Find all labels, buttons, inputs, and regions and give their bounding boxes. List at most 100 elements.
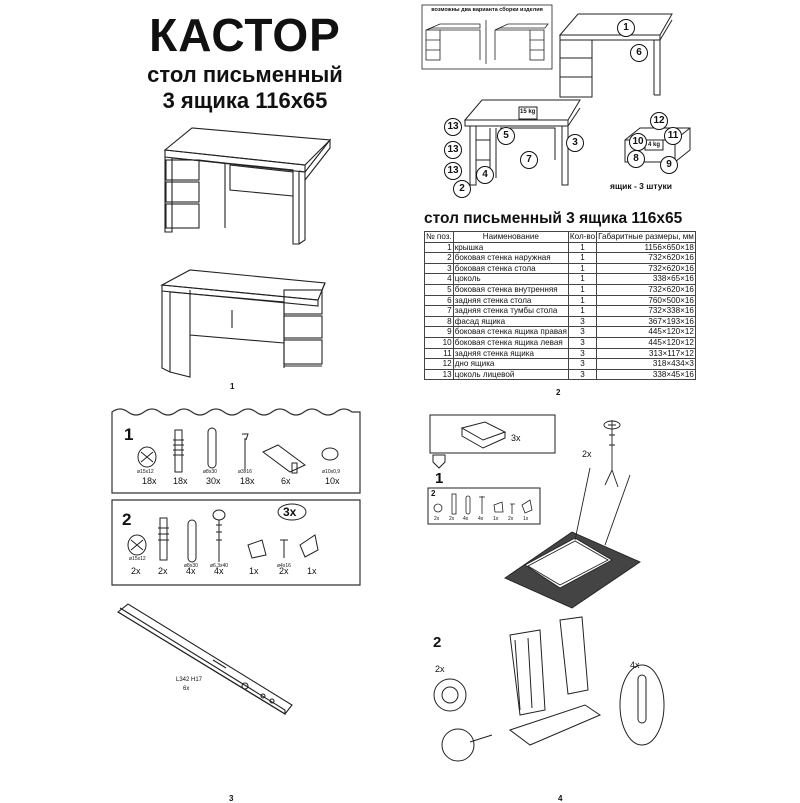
cell-qty: 1	[567, 305, 598, 317]
cell-dims: 732×620×16	[596, 252, 696, 264]
kit2-count: 1x	[249, 566, 259, 576]
cell-qty: 1	[567, 252, 598, 264]
cell-name: цоколь лицевой	[452, 368, 569, 381]
cell-name: боковая стенка наружная	[452, 252, 569, 264]
callout-13b: 13	[444, 141, 462, 159]
cell-pos: 2	[424, 252, 454, 264]
kit2-item-label: ø8x30	[184, 563, 198, 569]
cell-qty: 3	[567, 326, 598, 338]
cell-dims: 1156×650×18	[596, 241, 696, 254]
cell-qty: 3	[567, 336, 598, 349]
cell-dims: 445×120×12	[596, 336, 696, 349]
weight-top: 15 kg	[520, 109, 536, 115]
cell-name: крышка	[452, 241, 569, 254]
kit2-item-label: ø6,3x40	[210, 563, 229, 569]
mini-kit-count: 1x	[493, 516, 499, 522]
mini-kit-count: 2x	[508, 516, 514, 522]
weight-drawer: 4 kg	[648, 142, 661, 148]
col-qty: Кол-во	[567, 231, 598, 243]
callout-8: 8	[627, 150, 645, 168]
parts-table-header: № поз. Наименование Кол-во Габаритные ра…	[424, 231, 696, 243]
page-subtitle-size: 3 ящика 116х65	[162, 88, 328, 113]
box-count: 3x	[511, 433, 521, 443]
cell-dims: 367×193×16	[596, 315, 696, 328]
kit2-item-label: ø4x16	[277, 563, 291, 569]
cell-qty: 3	[567, 347, 598, 360]
drawer-caption: ящик - 3 штуки	[610, 181, 672, 191]
cam-count: 2x	[582, 449, 592, 459]
cell-name: фасад ящика	[452, 315, 569, 328]
cell-pos: 11	[424, 347, 454, 360]
cell-dims: 445×120×12	[596, 326, 696, 338]
cell-name: боковая стенка ящика правая	[452, 326, 569, 338]
cell-qty: 1	[567, 241, 598, 254]
kit2-multiplier: 3x	[283, 505, 297, 519]
cell-pos: 3	[424, 262, 454, 275]
page-number: 4	[558, 794, 563, 803]
cell-qty: 3	[567, 368, 598, 381]
kit1-count: 18x	[240, 476, 255, 486]
cell-qty: 3	[567, 358, 598, 370]
mini-kit-count: 2x	[449, 516, 455, 522]
cell-qty: 1	[567, 283, 598, 296]
cell-name: цоколь	[452, 273, 569, 285]
kit1-item-label: ø3x16	[238, 469, 252, 475]
cell-pos: 6	[424, 294, 454, 307]
kit2-item-label: ø15x12	[129, 556, 146, 562]
cell-name: задняя стенка тумбы стола	[452, 305, 569, 317]
kit2-count: 2x	[279, 566, 289, 576]
page-subtitle: стол письменный	[147, 62, 343, 87]
cell-pos: 8	[424, 315, 454, 328]
callout-13c: 13	[444, 162, 462, 180]
cell-qty: 3	[567, 315, 598, 328]
step2-number: 2	[433, 634, 442, 651]
kit1-item-label: ø15x12	[137, 469, 154, 475]
col-dims: Габаритные размеры, мм	[596, 231, 696, 243]
kit1-item-label: ø8x30	[203, 469, 217, 475]
kit2-count: 2x	[158, 566, 168, 576]
mini-kit-number: 2	[431, 489, 436, 498]
cell-dims: 338×65×16	[596, 273, 696, 285]
cell-name: боковая стенка стола	[452, 262, 569, 275]
cell-pos: 10	[424, 336, 454, 349]
cell-dims: 732×620×16	[596, 283, 696, 296]
kit1-count: 18x	[142, 476, 157, 486]
kit2-count: 4x	[186, 566, 196, 576]
cell-dims: 732×338×16	[596, 305, 696, 317]
callout-3: 3	[566, 134, 584, 152]
cell-dims: 313×117×12	[596, 347, 696, 360]
callout-6: 6	[630, 44, 648, 62]
cell-name: задняя стенка ящика	[452, 347, 569, 360]
mini-kit-count: 4x	[478, 516, 484, 522]
kit1-number: 1	[124, 425, 134, 444]
cell-pos: 13	[424, 368, 454, 381]
callout-12: 12	[650, 112, 668, 130]
page-number: 2	[556, 388, 561, 397]
cell-qty: 1	[567, 273, 598, 285]
cell-name: боковая стенка внутренняя	[452, 283, 569, 296]
cell-pos: 7	[424, 305, 454, 317]
callout-5: 5	[497, 127, 515, 145]
callout-10: 10	[629, 133, 647, 151]
detail-count-a: 2x	[435, 664, 445, 674]
cell-qty: 1	[567, 262, 598, 275]
callout-13a: 13	[444, 118, 462, 136]
col-pos: № поз.	[424, 231, 454, 243]
callout-4: 4	[476, 166, 494, 184]
parts-table: № поз. Наименование Кол-во Габаритные ра…	[424, 231, 696, 381]
col-name: Наименование	[452, 231, 569, 243]
step1-number: 1	[435, 470, 444, 487]
cell-dims: 760×500×16	[596, 294, 696, 307]
kit2-number: 2	[122, 510, 132, 529]
